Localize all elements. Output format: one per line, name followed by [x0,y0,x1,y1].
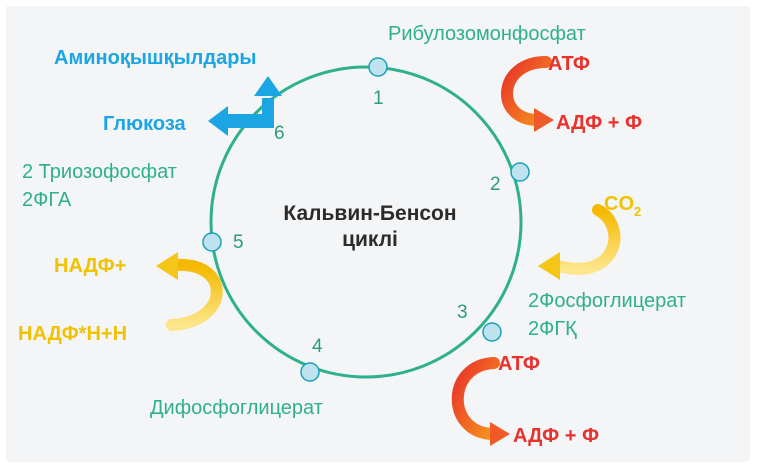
label-amino-acids: Аминоқышқылдары [54,47,257,69]
node-5 [202,232,222,252]
product-arrow-bar [222,114,274,128]
background-panel [6,6,750,462]
product-arrow-icon [208,76,282,136]
label-ribulose: Рибулозомонфосфат [388,23,586,45]
co2-main: CO [604,193,634,215]
product-arrow-head-left [208,106,228,136]
step-number-5: 5 [233,232,244,253]
product-arrow-head-up [254,76,282,96]
step-number-3: 3 [457,302,468,323]
step-number-1: 1 [373,88,384,109]
node-2 [510,162,530,182]
step-nodes [202,57,530,382]
step-number-4: 4 [312,336,323,357]
step-number-2: 2 [490,174,501,195]
step-number-6: 6 [274,123,285,144]
atp-arrow-icon-1 [501,56,554,132]
label-atp-1: АТФ [548,53,590,75]
label-nadph: НАДФ*Н+Н [18,323,127,345]
label-pga2: 2ФГА [22,189,72,211]
label-glucose: Глюкоза [103,113,187,135]
label-adp-1: АДФ + Ф [556,112,642,134]
label-phosphoglycerate: 2Фосфоглицерат [528,290,686,312]
node-4 [300,362,320,382]
label-adp-2: АДФ + Ф [513,425,599,447]
cycle-title-line-1: Кальвин-Бенсон [283,202,456,225]
nadph-arrow-icon [156,252,223,331]
co2-subscript: 2 [634,204,641,219]
cycle-ring [209,65,523,379]
label-triose: 2 Триозофосфат [22,161,177,183]
label-diphosphoglycerate: Дифосфоглицерат [150,397,323,419]
atp-arrow-icon-2 [451,357,510,446]
cycle-title-line-2: циклі [342,228,398,251]
label-nadp-plus: НАДФ+ [54,255,126,277]
label-atp-2: АТФ [498,353,540,375]
label-pga: 2ФГҚ [528,318,577,340]
node-3 [482,322,502,342]
co2-arrow-icon [538,204,621,280]
node-1 [368,57,388,77]
label-co2: CO2 [604,193,641,219]
